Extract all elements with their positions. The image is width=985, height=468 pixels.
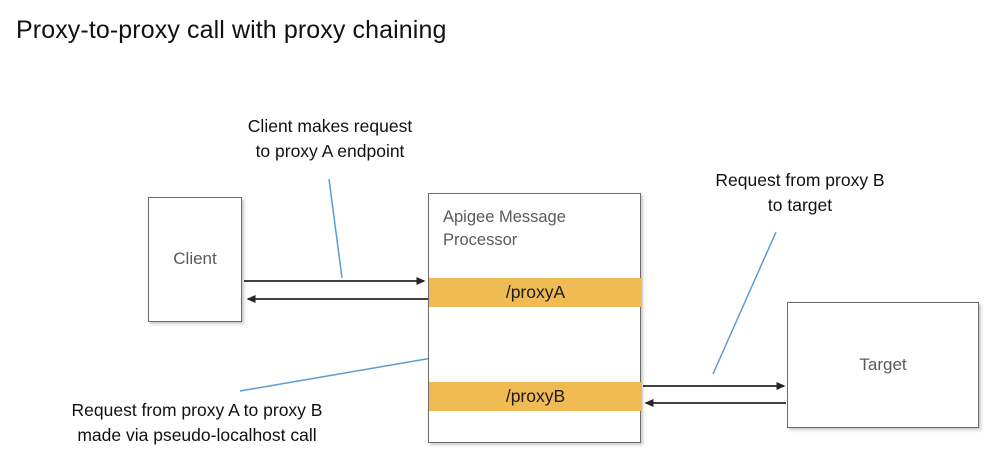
leader-line-proxy-b-to-target [712, 231, 777, 375]
message-processor-node: Apigee Message Processor /proxyA /proxyB [428, 193, 642, 443]
target-node-label: Target [859, 355, 907, 374]
client-node-label: Client [173, 249, 217, 268]
annotation-proxy-a-to-proxy-b: Request from proxy A to proxy B made via… [71, 400, 323, 445]
page-title: Proxy-to-proxy call with proxy chaining [16, 16, 447, 44]
annotation-proxy-b-to-target: Request from proxy B to target [715, 170, 885, 215]
leader-line-client-request [328, 178, 343, 279]
proxy-a-label: /proxyA [505, 282, 566, 302]
message-processor-title: Apigee Message Processor [443, 208, 566, 249]
client-node: Client [148, 197, 242, 322]
proxy-b-band: /proxyB [429, 382, 642, 411]
target-node: Target [787, 302, 979, 428]
proxy-a-band: /proxyA [429, 278, 642, 307]
proxy-b-label: /proxyB [505, 386, 566, 406]
annotation-client-request: Client makes request to proxy A endpoint [247, 116, 413, 161]
